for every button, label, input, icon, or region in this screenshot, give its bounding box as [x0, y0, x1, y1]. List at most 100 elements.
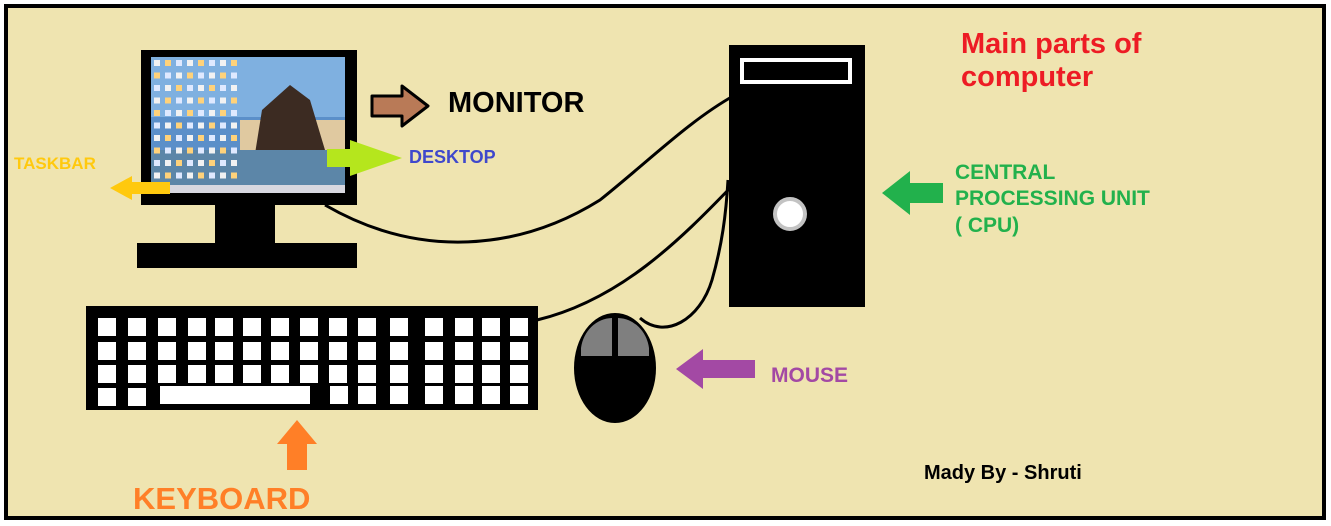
keyboard-key: [98, 388, 116, 406]
desktop-shortcut-icon: [176, 97, 182, 104]
desktop-shortcut-icon: [187, 110, 193, 116]
desktop-shortcut-icon: [154, 60, 160, 66]
desktop-shortcut-icon: [187, 72, 193, 79]
desktop-shortcut-icon: [165, 110, 171, 116]
desktop-shortcut-icon: [220, 97, 226, 104]
cpu-tower-icon: [729, 45, 865, 307]
desktop-shortcut-icon: [154, 135, 160, 141]
keyboard-key: [510, 342, 528, 360]
keyboard-key: [128, 365, 146, 383]
cpu-case: [729, 45, 865, 307]
desktop-shortcut-icon: [187, 122, 193, 129]
desktop-shortcut-icon: [209, 160, 215, 166]
desktop-shortcut-icon: [209, 147, 215, 154]
keyboard-key: [188, 342, 206, 360]
desktop-label: DESKTOP: [409, 147, 496, 167]
mouse-body: [574, 313, 656, 423]
keyboard-key: [160, 386, 310, 404]
monitor-neck: [215, 205, 275, 243]
desktop-shortcut-icon: [154, 85, 160, 91]
keyboard-key: [390, 318, 408, 336]
desktop-shortcut-icon: [165, 97, 171, 104]
desktop-shortcut-icon: [198, 60, 204, 66]
desktop-shortcut-icon: [231, 85, 237, 91]
desktop-shortcut-icon: [220, 85, 226, 91]
keyboard-key: [300, 365, 318, 383]
desktop-shortcut-icon: [209, 72, 215, 79]
keyboard-key: [482, 342, 500, 360]
desktop-icons-grid: [154, 60, 237, 179]
keyboard-keys: [98, 318, 528, 406]
keyboard-key: [425, 318, 443, 336]
desktop-shortcut-icon: [187, 172, 193, 179]
desktop-shortcut-icon: [176, 85, 182, 91]
monitor-base: [137, 243, 357, 268]
keyboard-key: [188, 365, 206, 383]
desktop-shortcut-icon: [176, 72, 182, 79]
desktop-shortcut-icon: [165, 85, 171, 91]
desktop-shortcut-icon: [176, 110, 182, 116]
desktop-shortcut-icon: [220, 72, 226, 79]
keyboard-key: [425, 365, 443, 383]
keyboard-label: KEYBOARD: [133, 481, 311, 516]
keyboard-key: [358, 318, 376, 336]
desktop-shortcut-icon: [187, 135, 193, 141]
desktop-shortcut-icon: [154, 97, 160, 104]
desktop-shortcut-icon: [220, 160, 226, 166]
desktop-shortcut-icon: [198, 110, 204, 116]
diagram-title: Main parts of computer: [961, 28, 1142, 94]
keyboard-key: [128, 388, 146, 406]
cpu-label: CENTRAL PROCESSING UNIT ( CPU): [955, 161, 1150, 237]
desktop-shortcut-icon: [165, 147, 171, 154]
keyboard-arrow-icon: [277, 420, 317, 470]
keyboard-key: [455, 318, 473, 336]
keyboard-key: [215, 342, 233, 360]
keyboard-key: [510, 365, 528, 383]
mouse-label: MOUSE: [771, 364, 849, 387]
keyboard-key: [330, 386, 348, 404]
desktop-shortcut-icon: [165, 122, 171, 129]
desktop-shortcut-icon: [165, 135, 171, 141]
keyboard-icon: [86, 306, 538, 410]
keyboard-key: [482, 365, 500, 383]
keyboard-key: [158, 365, 176, 383]
desktop-shortcut-icon: [231, 160, 237, 166]
monitor-label: MONITOR: [448, 87, 585, 119]
keyboard-key: [243, 342, 261, 360]
keyboard-key: [98, 342, 116, 360]
desktop-shortcut-icon: [198, 122, 204, 129]
desktop-shortcut-icon: [198, 97, 204, 104]
desktop-shortcut-icon: [209, 135, 215, 141]
desktop-shortcut-icon: [187, 60, 193, 66]
keyboard-key: [329, 365, 347, 383]
taskbar-label: TASKBAR: [14, 154, 96, 173]
keyboard-key: [243, 318, 261, 336]
keyboard-key: [243, 365, 261, 383]
desktop-shortcut-icon: [176, 172, 182, 179]
taskbar-strip: [151, 185, 345, 193]
keyboard-key: [128, 318, 146, 336]
mouse-arrow-icon: [676, 349, 755, 389]
keyboard-cable: [536, 183, 735, 322]
mouse-cable: [639, 179, 730, 329]
monitor-arrow-icon: [370, 84, 430, 128]
keyboard-key: [98, 318, 116, 336]
keyboard-key: [510, 386, 528, 404]
keyboard-key: [215, 365, 233, 383]
keyboard-key: [425, 342, 443, 360]
desktop-shortcut-icon: [187, 147, 193, 154]
desktop-shortcut-icon: [165, 72, 171, 79]
desktop-shortcut-icon: [165, 172, 171, 179]
keyboard-key: [358, 342, 376, 360]
keyboard-key: [271, 365, 289, 383]
desktop-shortcut-icon: [209, 97, 215, 104]
desktop-shortcut-icon: [231, 97, 237, 104]
keyboard-key: [455, 386, 473, 404]
taskbar-arrow-icon: [110, 176, 170, 200]
desktop-shortcut-icon: [220, 147, 226, 154]
mouse-left-button: [581, 318, 612, 356]
desktop-shortcut-icon: [154, 122, 160, 129]
cpu-drive-bay: [740, 58, 852, 84]
desktop-shortcut-icon: [231, 135, 237, 141]
